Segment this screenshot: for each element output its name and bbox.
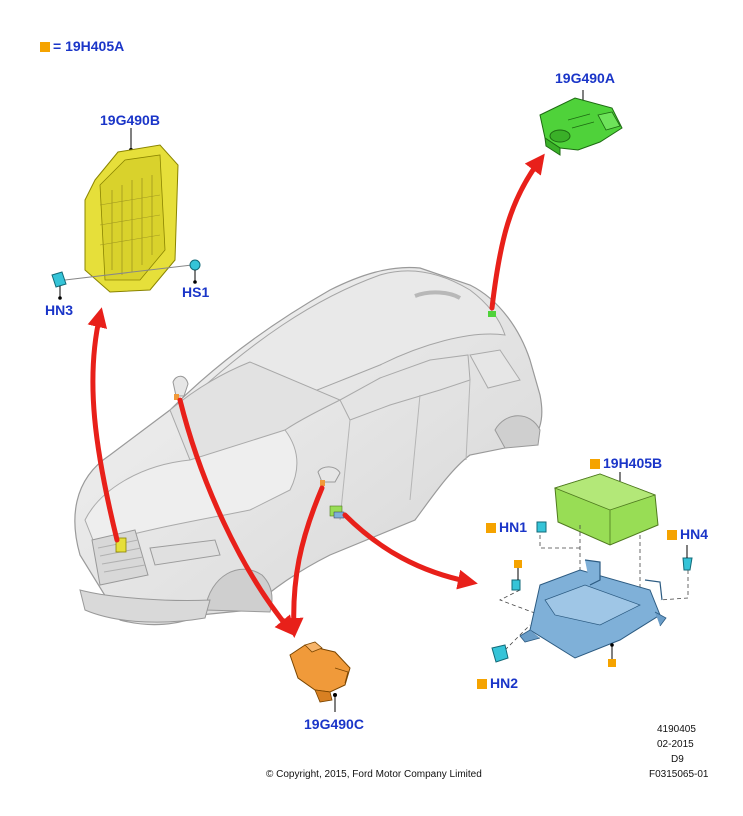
legend: = 19H405A	[40, 38, 124, 54]
orange-square-icon	[486, 523, 496, 533]
label-hn4-text: HN4	[680, 526, 709, 542]
label-hn3: HN3	[45, 302, 74, 318]
fastener-hn4	[682, 545, 693, 571]
label-19h405b-text: 19H405B	[603, 455, 663, 471]
orange-square-icon	[477, 679, 487, 689]
location-arrows	[87, 153, 545, 638]
orange-square-icon	[514, 560, 522, 568]
fastener-mid	[511, 568, 521, 591]
module-19g490b	[64, 128, 193, 293]
label-hn2-text: HN2	[490, 675, 519, 691]
arrow-to-19g490b	[87, 307, 120, 543]
orange-square-icon	[590, 459, 600, 469]
arrow-to-19h405b	[342, 512, 478, 590]
label-19g490a: 19G490A	[555, 70, 615, 86]
label-hn1-text: HN1	[499, 519, 528, 535]
label-19g490b: 19G490B	[100, 112, 160, 128]
fastener-hn3	[51, 271, 67, 300]
module-19g490c	[289, 641, 351, 712]
legend-code: 19H405A	[65, 38, 125, 54]
label-hn2: HN2	[477, 675, 518, 691]
orange-square-icon	[667, 530, 677, 540]
figure-id: F0315065-01	[649, 769, 709, 780]
copyright-text: © Copyright, 2015, Ford Motor Company Li…	[266, 769, 482, 780]
vehicle-illustration	[74, 266, 543, 626]
fastener-hs1	[189, 259, 201, 284]
vehicle-code: D9	[671, 754, 684, 765]
orange-square-icon	[40, 42, 50, 52]
label-hs1: HS1	[182, 284, 210, 300]
bracket-assembly	[519, 559, 667, 660]
legend-separator: =	[53, 38, 62, 54]
label-hn4: HN4	[667, 526, 708, 542]
fastener-hn1	[536, 521, 547, 533]
label-19h405b: 19H405B	[590, 455, 662, 471]
module-19h405b	[553, 472, 659, 546]
orange-square-icon	[608, 659, 616, 667]
reference-number: 4190405	[657, 724, 696, 735]
fastener-hn2	[491, 644, 509, 663]
revision-date: 02-2015	[657, 739, 694, 750]
module-19g490a	[539, 90, 623, 156]
label-hn1: HN1	[486, 519, 527, 535]
arrow-mirror-left-to-19g490c	[177, 397, 296, 637]
arrow-mirror-right-to-19g490c	[283, 485, 325, 638]
arrow-to-19g490a	[489, 153, 545, 311]
label-19g490c: 19G490C	[304, 716, 364, 732]
